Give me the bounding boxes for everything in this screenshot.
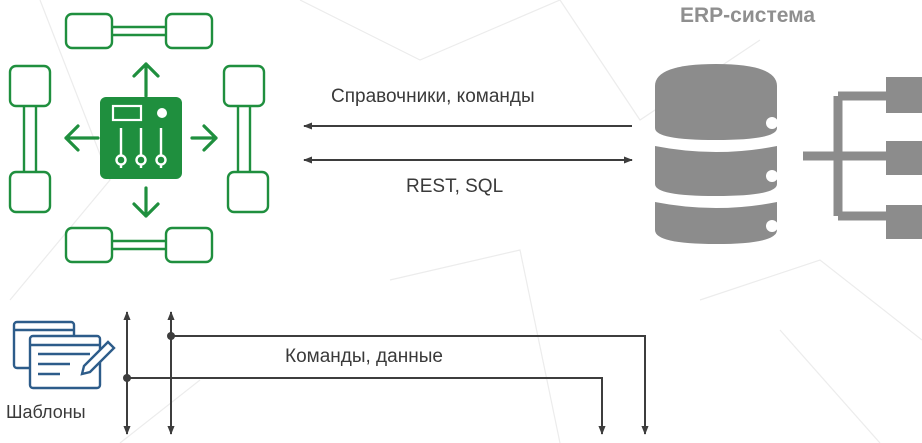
directories-commands-label: Справочники, команды	[331, 86, 535, 107]
data-bus-lines	[123, 311, 649, 435]
rest-sql-label: REST, SQL	[406, 176, 504, 197]
controller-module-icon	[8, 12, 270, 264]
control-panel-icon	[100, 97, 182, 179]
erp-database-icon	[655, 64, 778, 244]
erp-system-title: ERP-система	[680, 4, 816, 27]
bus-junctions	[123, 332, 175, 382]
background-pattern	[9, 0, 922, 443]
commands-data-label: Команды, данные	[285, 346, 443, 367]
direction-arrows-icon	[64, 62, 218, 218]
erp-modules-icon	[803, 77, 922, 239]
templates-icon	[12, 320, 116, 390]
templates-label: Шаблоны	[6, 402, 86, 422]
